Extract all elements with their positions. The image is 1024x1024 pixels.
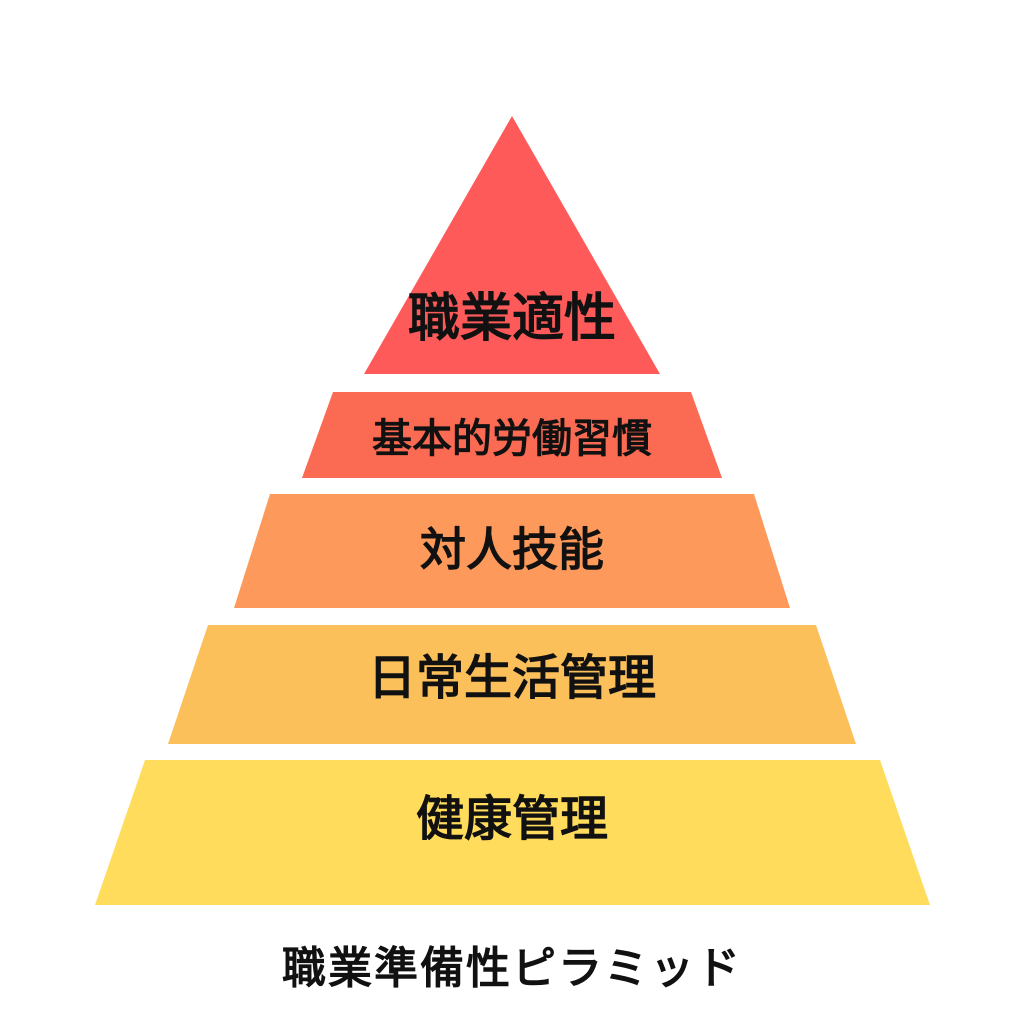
pyramid-level-4-shape bbox=[168, 625, 856, 744]
pyramid-level-4-label: 日常生活管理 bbox=[368, 650, 656, 706]
pyramid-level-3-label: 対人技能 bbox=[420, 523, 604, 577]
diagram-caption: 職業準備性ピラミッド bbox=[282, 943, 742, 994]
pyramid-level-2-label: 基本的労働習慣 bbox=[372, 416, 652, 462]
pyramid-level-3-shape bbox=[234, 494, 790, 608]
pyramid-level-1-label: 職業適性 bbox=[408, 289, 616, 349]
pyramid-level-2-shape bbox=[302, 392, 722, 478]
pyramid-level-1-shape bbox=[364, 116, 660, 374]
pyramid-level-5-shape bbox=[95, 760, 930, 905]
pyramid-level-5-label: 健康管理 bbox=[416, 791, 608, 847]
